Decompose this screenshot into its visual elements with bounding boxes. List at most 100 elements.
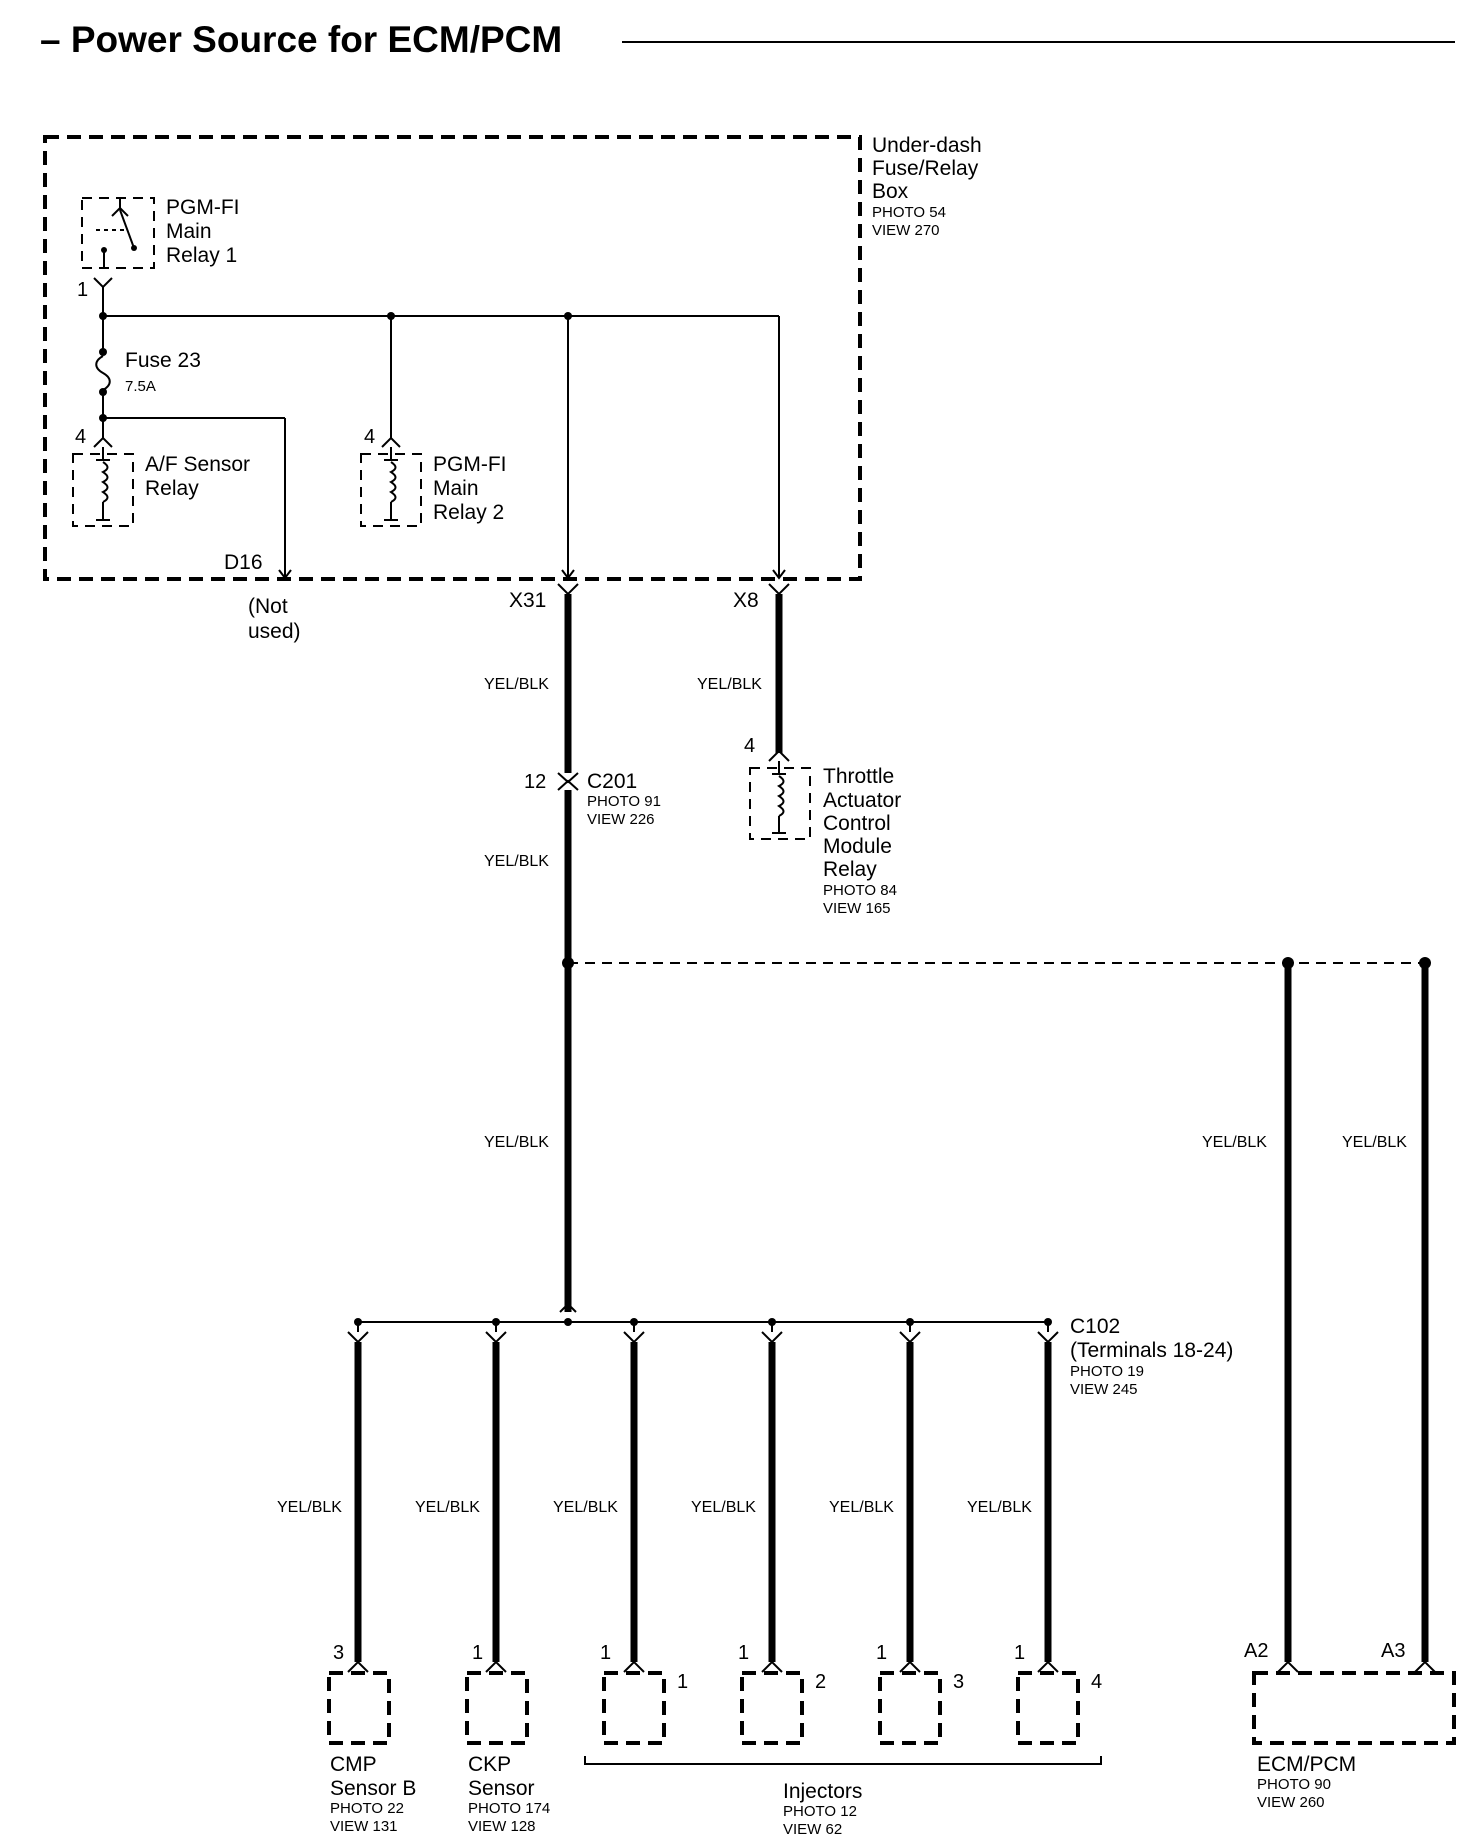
svg-text:used): used) xyxy=(248,620,301,643)
wire-color-label: YEL/BLK xyxy=(277,1499,342,1516)
ecm-pin-a2: A2 xyxy=(1244,1640,1268,1662)
main-relay-1 xyxy=(81,197,155,269)
svg-text:PHOTO 54: PHOTO 54 xyxy=(872,204,946,221)
main-relay-1-pin: 1 xyxy=(77,279,88,301)
wire-color-label: YEL/BLK xyxy=(553,1499,618,1516)
ckp-sensor-label: CKP Sensor PHOTO 174 VIEW 128 xyxy=(468,1753,550,1835)
af-relay-pin: 4 xyxy=(75,426,86,448)
fuse-box-outline xyxy=(43,135,862,581)
af-sensor-relay-label: A/F Sensor Relay xyxy=(145,453,250,500)
injector-4-number: 4 xyxy=(1091,1671,1102,1693)
cmp-sensor-b xyxy=(327,1671,391,1745)
throttle-actuator-control-module-relay xyxy=(749,761,811,840)
svg-text:Actuator: Actuator xyxy=(823,789,901,812)
svg-text:Under-dash: Under-dash xyxy=(872,134,982,157)
svg-text:ECM/PCM: ECM/PCM xyxy=(1257,1753,1356,1776)
svg-text:VIEW 260: VIEW 260 xyxy=(1257,1794,1325,1811)
connector-female-icon xyxy=(768,583,790,596)
svg-text:Relay 1: Relay 1 xyxy=(166,244,237,267)
svg-text:PHOTO 22: PHOTO 22 xyxy=(330,1800,404,1817)
svg-text:A/F Sensor: A/F Sensor xyxy=(145,453,250,476)
injector-4 xyxy=(1016,1671,1080,1745)
terminal-d16: D16 xyxy=(224,551,263,574)
fuse-box-wiring xyxy=(95,287,786,580)
injector-3-pin: 1 xyxy=(876,1642,887,1664)
svg-text:PHOTO 91: PHOTO 91 xyxy=(587,793,661,810)
injector-1 xyxy=(602,1671,666,1745)
svg-text:VIEW 270: VIEW 270 xyxy=(872,222,940,239)
main-relay-2-pin: 4 xyxy=(364,426,375,448)
wire-color-label: YEL/BLK xyxy=(691,1499,756,1516)
injectors-brace xyxy=(584,1756,1102,1765)
svg-text:Main: Main xyxy=(433,477,479,500)
svg-text:Control: Control xyxy=(823,812,891,835)
svg-text:VIEW 62: VIEW 62 xyxy=(783,1821,842,1836)
svg-text:PHOTO 12: PHOTO 12 xyxy=(783,1803,857,1820)
af-sensor-relay xyxy=(72,447,134,527)
injector-2 xyxy=(740,1671,804,1745)
svg-text:Relay: Relay xyxy=(823,858,877,881)
injector-2-number: 2 xyxy=(815,1671,826,1693)
bottom-connectors xyxy=(347,1660,1436,1673)
svg-text:Sensor: Sensor xyxy=(468,1777,535,1800)
wire-color-label: YEL/BLK xyxy=(484,853,549,870)
connector-female-icon xyxy=(93,277,113,289)
wire-color-label: YEL/BLK xyxy=(1342,1134,1407,1151)
wire-color-label: YEL/BLK xyxy=(829,1499,894,1516)
svg-text:PGM-FI: PGM-FI xyxy=(166,196,240,219)
injector-4-pin: 1 xyxy=(1014,1642,1025,1664)
svg-text:VIEW 226: VIEW 226 xyxy=(587,811,655,828)
fuse-rating: 7.5A xyxy=(125,378,156,395)
relay-coil-icon xyxy=(389,461,397,503)
relay-coil-icon xyxy=(777,775,785,817)
main-relay-2-label: PGM-FI Main Relay 2 xyxy=(433,453,507,524)
ckp-sensor xyxy=(465,1671,529,1745)
injector-3-number: 3 xyxy=(953,1671,964,1693)
injector-1-pin: 1 xyxy=(600,1642,611,1664)
tac-relay-label: Throttle Actuator Control Module Relay P… xyxy=(823,765,901,917)
svg-text:VIEW 128: VIEW 128 xyxy=(468,1818,536,1835)
wire-color-label: YEL/BLK xyxy=(697,676,762,693)
svg-text:Fuse/Relay: Fuse/Relay xyxy=(872,157,979,180)
svg-text:Throttle: Throttle xyxy=(823,765,894,788)
c102-branches xyxy=(347,1322,1059,1662)
injector-3 xyxy=(878,1671,942,1745)
fuse-icon xyxy=(95,355,111,391)
svg-text:Relay 2: Relay 2 xyxy=(433,501,504,524)
relay-arrow-icon xyxy=(111,206,129,217)
ecm-pcm xyxy=(1252,1671,1456,1745)
main-relay-2 xyxy=(360,447,422,527)
c201-pin: 12 xyxy=(524,771,546,793)
fuse-name: Fuse 23 xyxy=(125,349,201,372)
main-relay-1-label: PGM-FI Main Relay 1 xyxy=(166,196,240,267)
injector-1-number: 1 xyxy=(677,1671,688,1693)
svg-text:CKP: CKP xyxy=(468,1753,511,1776)
connector-male-icon xyxy=(768,749,790,762)
svg-text:(Not: (Not xyxy=(248,595,288,618)
injector-2-pin: 1 xyxy=(738,1642,749,1664)
ecm-pcm-label: ECM/PCM PHOTO 90 VIEW 260 xyxy=(1257,1753,1356,1811)
cmp-sensor-label: CMP Sensor B PHOTO 22 VIEW 131 xyxy=(330,1753,416,1835)
svg-text:PHOTO 84: PHOTO 84 xyxy=(823,882,897,899)
connector-male-icon xyxy=(381,436,401,448)
injectors-label: Injectors PHOTO 12 VIEW 62 xyxy=(783,1780,862,1836)
connector-male-icon xyxy=(559,1302,577,1313)
connector-female-icon xyxy=(557,583,579,596)
cmp-sensor-pin: 3 xyxy=(333,1642,344,1664)
tac-relay-pin: 4 xyxy=(744,735,755,757)
wire-color-label: YEL/BLK xyxy=(484,1134,549,1151)
c102-label: C102 (Terminals 18-24) PHOTO 19 VIEW 245 xyxy=(1070,1315,1233,1398)
wire-color-label: YEL/BLK xyxy=(967,1499,1032,1516)
svg-text:(Terminals 18-24): (Terminals 18-24) xyxy=(1070,1339,1233,1362)
ckp-sensor-pin: 1 xyxy=(472,1642,483,1664)
ecm-pin-a3: A3 xyxy=(1381,1640,1405,1662)
svg-text:PHOTO 174: PHOTO 174 xyxy=(468,1800,550,1817)
svg-text:Sensor B: Sensor B xyxy=(330,1777,416,1800)
relay-coil-icon xyxy=(101,461,109,503)
svg-text:CMP: CMP xyxy=(330,1753,377,1776)
svg-text:Main: Main xyxy=(166,220,212,243)
wire-color-label: YEL/BLK xyxy=(1202,1134,1267,1151)
connector-male-icon xyxy=(93,436,113,448)
svg-text:Relay: Relay xyxy=(145,477,199,500)
